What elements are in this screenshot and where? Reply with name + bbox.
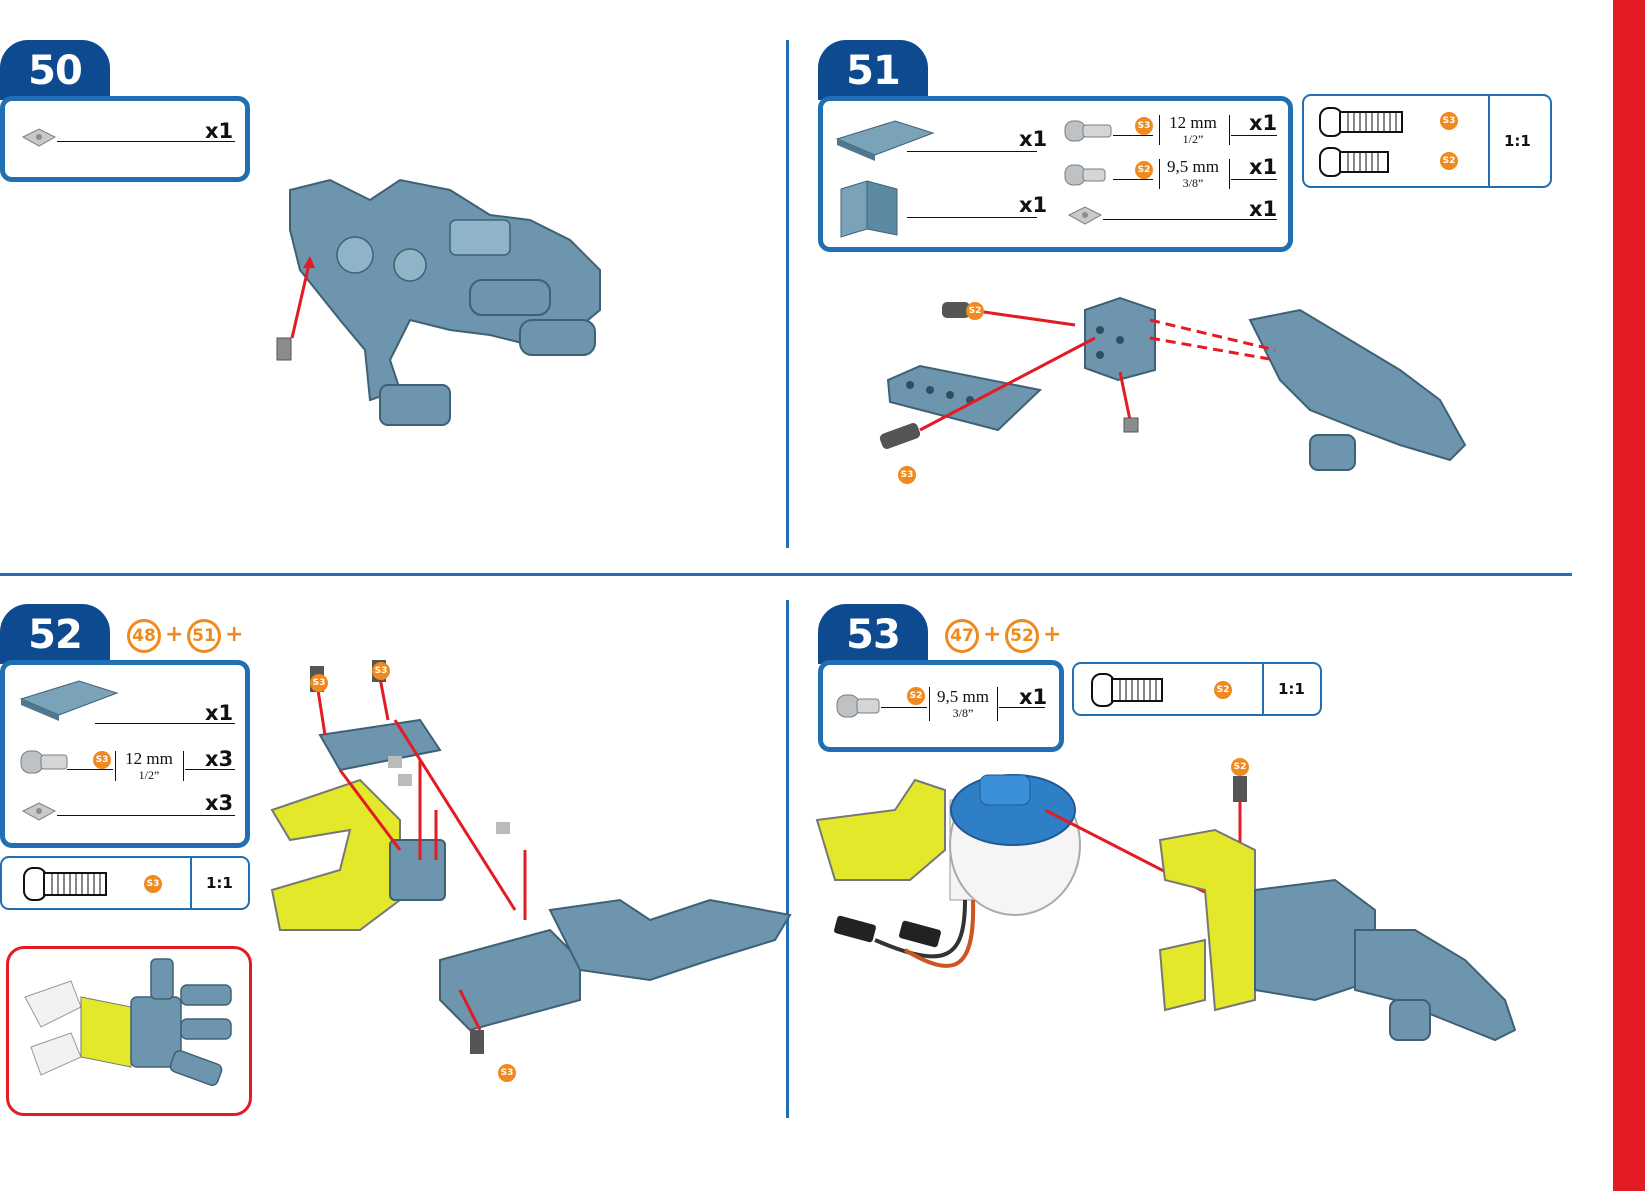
screw-callout-badge: S3 <box>372 662 390 680</box>
screw-size-badge: S3 <box>144 875 162 893</box>
part-line <box>1231 179 1277 180</box>
part-line <box>57 815 235 816</box>
row-divider <box>0 573 1572 576</box>
screw-size-badge: S3 <box>1440 112 1458 130</box>
part-line <box>1113 135 1153 136</box>
bracket-icon <box>837 179 907 239</box>
part-qty: x1 <box>1019 685 1047 709</box>
part-line <box>67 769 113 770</box>
screw-callout-badge: S2 <box>1231 758 1249 776</box>
screw-scale-icon <box>1318 146 1398 178</box>
screw-size-badge: S2 <box>907 687 925 705</box>
assembly-illustration <box>270 160 690 490</box>
part-qty: x1 <box>205 119 233 143</box>
part-qty: x1 <box>1019 127 1047 151</box>
assembly-illustration <box>270 660 790 1090</box>
screw-callout-badge: S3 <box>498 1064 516 1082</box>
bracket-mark <box>183 751 184 781</box>
screw-size-badge: S2 <box>1440 152 1458 170</box>
part-qty: x1 <box>1019 193 1047 217</box>
reference-step: 48 <box>127 619 161 653</box>
scale-ratio: 1:1 <box>206 874 233 892</box>
part-line <box>907 217 1037 218</box>
screw-scale-icon <box>1090 672 1170 708</box>
nut-icon <box>21 127 57 149</box>
plate-icon <box>835 119 935 163</box>
part-qty: x1 <box>1249 197 1277 221</box>
screw-scale-icon <box>22 866 112 902</box>
step-number: 53 <box>818 604 928 664</box>
plate-icon <box>19 679 119 723</box>
step-number: 51 <box>818 40 928 100</box>
nut-icon <box>21 801 57 823</box>
column-divider-top <box>786 40 789 548</box>
part-line <box>907 151 1037 152</box>
screw-size-badge: S3 <box>1135 117 1153 135</box>
plus-sign: + <box>983 622 1001 647</box>
part-qty: x1 <box>1249 111 1277 135</box>
page-edge-band <box>1613 0 1645 1191</box>
bracket-mark <box>1159 159 1160 189</box>
plus-sign: + <box>1043 622 1061 647</box>
bracket-mark <box>115 751 116 781</box>
part-line <box>1231 135 1277 136</box>
screw-icon <box>19 745 71 779</box>
screw-icon <box>1063 117 1115 145</box>
hint-box <box>6 946 252 1116</box>
scale-separator <box>190 858 192 908</box>
bracket-mark <box>997 687 998 721</box>
part-qty: x1 <box>205 701 233 725</box>
screw-callout-badge: S3 <box>310 674 328 692</box>
part-qty: x1 <box>1249 155 1277 179</box>
reference-step: 52 <box>1005 619 1039 653</box>
part-line <box>1113 179 1153 180</box>
screw-callout-badge: S3 <box>898 466 916 484</box>
hint-illustration <box>21 957 241 1107</box>
bracket-mark <box>1229 159 1230 189</box>
screw-scale-icon <box>1318 106 1408 138</box>
bracket-mark <box>1229 115 1230 145</box>
scale-separator <box>1262 664 1264 714</box>
scale-box: S3 S2 1:1 <box>1302 94 1552 188</box>
step-number: 52 <box>0 604 110 664</box>
screw-size-badge: S2 <box>1135 161 1153 179</box>
parts-box: x1 <box>0 96 250 182</box>
screw-callout-badge: S2 <box>966 302 984 320</box>
assembly-illustration <box>815 760 1535 1090</box>
bracket-mark <box>929 687 930 721</box>
screw-icon <box>835 689 887 723</box>
reference-step: 51 <box>187 619 221 653</box>
scale-box: S2 1:1 <box>1072 662 1322 716</box>
screw-size-badge: S2 <box>1214 681 1232 699</box>
part-qty: x3 <box>205 747 233 771</box>
scale-ratio: 1:1 <box>1504 132 1531 150</box>
reference-step: 47 <box>945 619 979 653</box>
plus-sign: + <box>225 622 243 647</box>
bracket-mark <box>1159 115 1160 145</box>
part-line <box>881 707 927 708</box>
screw-icon <box>1063 161 1115 189</box>
scale-box: S3 1:1 <box>0 856 250 910</box>
scale-separator <box>1488 96 1490 186</box>
part-qty: x3 <box>205 791 233 815</box>
plus-sign: + <box>165 622 183 647</box>
nut-icon <box>1067 205 1103 227</box>
step-number: 50 <box>0 40 110 100</box>
screw-size-badge: S3 <box>93 751 111 769</box>
scale-ratio: 1:1 <box>1278 680 1305 698</box>
